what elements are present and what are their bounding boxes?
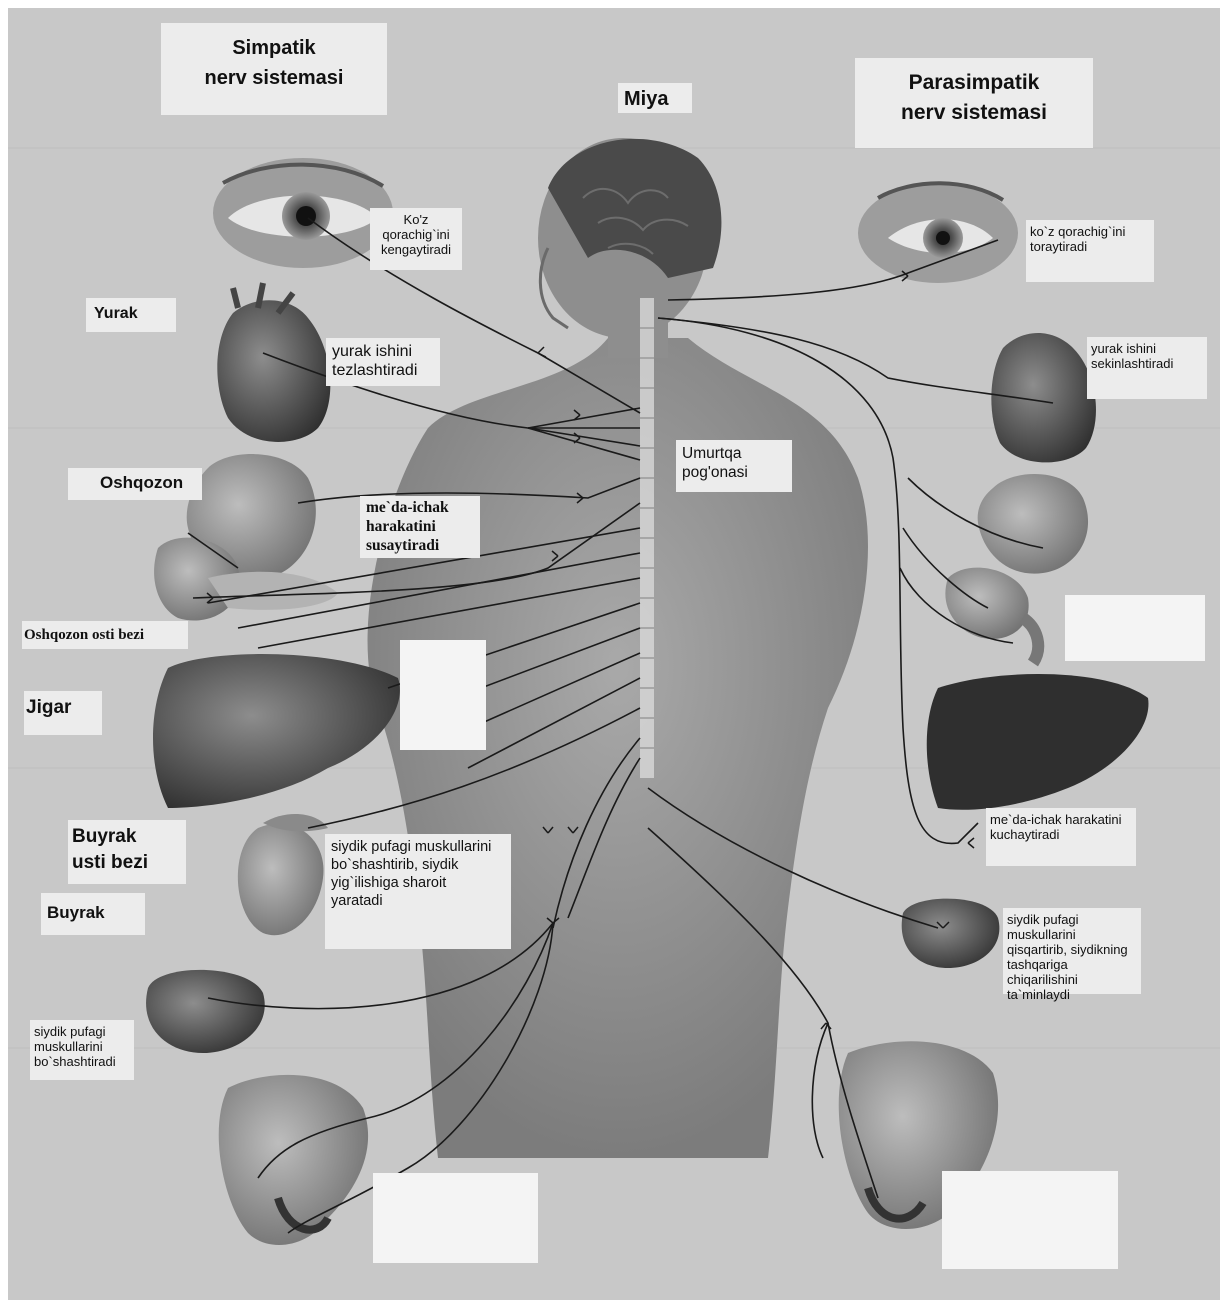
label-siydik-sharoit: siydik pufagi muskullarini bo`shashtirib… [325,834,511,949]
label-oshqozon: Oshqozon [68,468,202,500]
label-siydik-boshashtiradi: siydik pufagi muskullarini bo`shashtirad… [30,1020,134,1080]
diagram-artwork [8,8,1220,1300]
title-parasimpatik: Parasimpatik nerv sistemasi [855,58,1093,148]
label-jigar: Jigar [24,691,102,735]
spine-icon [640,298,654,778]
liver-right-icon [927,674,1149,810]
label-miya: Miya [618,83,692,113]
diagram-canvas: Simpatik nerv sistemasi Parasimpatik ner… [8,8,1220,1300]
label-yurak-sekinlashtiradi: yurak ishini sekinlashtiradi [1087,337,1207,399]
liver-left-icon [153,654,400,808]
kidney-icon [238,814,328,935]
label-umurtqa: Umurtqa pog'onasi [676,440,792,492]
eye-left-icon [213,158,393,268]
label-koz-toraytiradi: ko`z qorachig`ini toraytiradi [1026,220,1154,282]
pancreas-left-icon [208,572,338,610]
bladder-left-icon [146,970,265,1053]
heart-right-icon [991,333,1096,462]
eye-right-icon [858,183,1018,283]
label-meda-kuchaytiradi: me`da-ichak harakatini kuchaytiradi [986,808,1136,866]
label-koz-kengaytiradi: Ko'z qorachig`ini kengaytiradi [370,208,462,270]
blank-box-center [400,640,486,750]
label-yurak-tezlashtiradi: yurak ishini tezlashtiradi [326,338,440,386]
blank-box-genital-left [373,1173,538,1263]
heart-left-icon [217,283,330,442]
label-oshqozon-osti-bezi: Oshqozon osti bezi [22,621,188,649]
blank-box-genital-right [942,1171,1118,1269]
genital-left-icon [219,1075,368,1245]
title-simpatik: Simpatik nerv sistemasi [161,23,387,115]
label-buyrak: Buyrak [41,893,145,935]
label-buyrak-usti-bezi: Buyrak usti bezi [68,820,186,884]
blank-box-stomach-right [1065,595,1205,661]
label-siydik-taminlaydi: siydik pufagi muskullarini qisqartirib, … [1003,908,1141,994]
label-yurak: Yurak [86,298,176,332]
bladder-right-icon [902,899,1000,968]
label-meda-susaytiradi: me`da-ichak harakatini susaytiradi [360,496,480,558]
